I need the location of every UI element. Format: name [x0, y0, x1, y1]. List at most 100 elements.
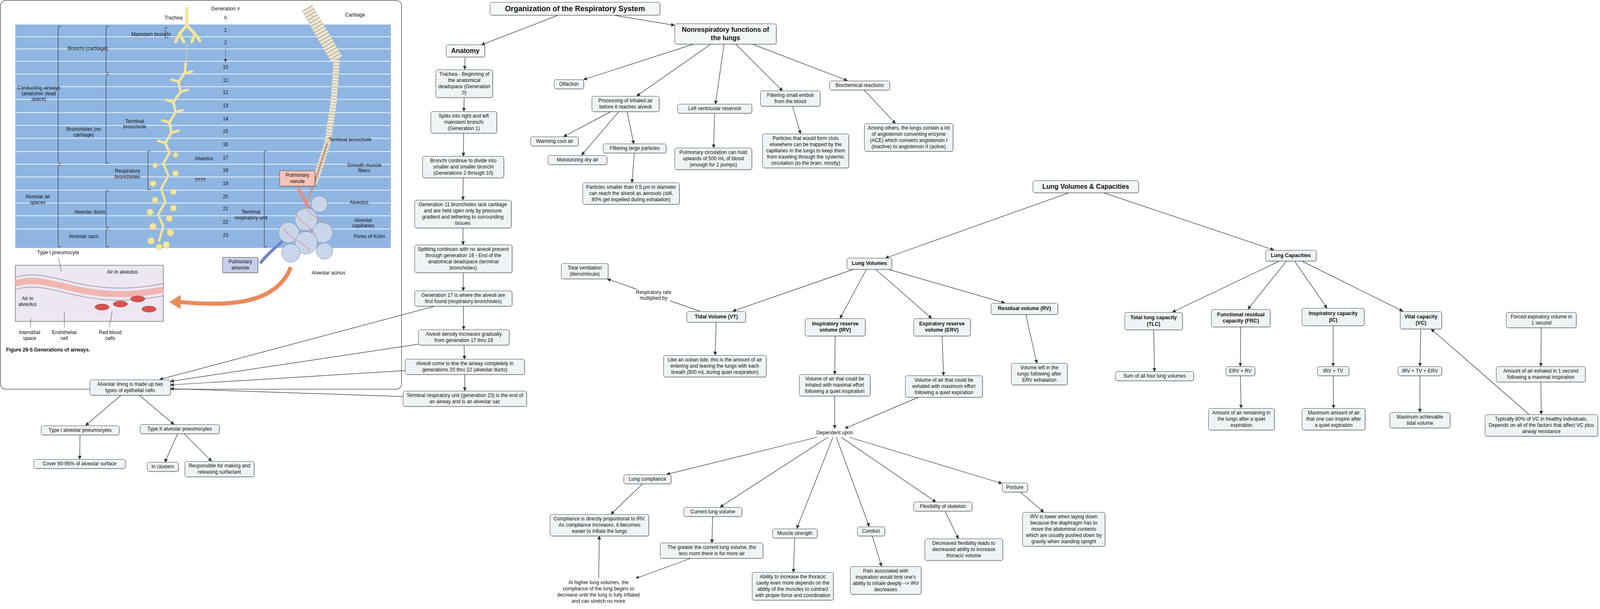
connector-arrow	[1240, 327, 1241, 367]
node-text: Type II alveolar pneumocytes	[142, 426, 217, 433]
vessel-label-box: Pulmonary venule	[279, 170, 316, 187]
alveolus-shape	[281, 243, 300, 263]
concept-box: Left ventricular reservoir	[677, 103, 752, 114]
concept-box: Maximum amount of air that one can inspi…	[1301, 408, 1366, 431]
note-text: Dependent upon	[811, 428, 858, 438]
node-text: Alveolar lining is made up two types of …	[92, 381, 169, 394]
part-label: 16	[222, 142, 229, 148]
concept-box: Forced expiratory volume in 1 second	[1506, 312, 1577, 328]
part-label: Alveolar capillaries	[342, 217, 384, 230]
connector-arrow	[848, 437, 1002, 484]
alveolus-shape	[311, 195, 328, 213]
connector-arrow	[875, 269, 932, 319]
connector-arrow	[462, 306, 464, 330]
node-text: Muscle strength	[774, 530, 815, 537]
section-heading-box: Lung Volumes & Capacities	[1032, 180, 1139, 193]
part-label: Trachea	[164, 15, 183, 22]
node-text: Inspiratory capacity (IC)	[1304, 310, 1362, 324]
part-label: Terminal bronchiole	[114, 118, 156, 131]
node-text: Generation 11 bronchioles lack cartilage…	[416, 201, 509, 227]
part-label: 10	[222, 64, 229, 71]
vessel-label-box: Pulmonary arteriole	[222, 257, 258, 273]
part-label: Pores of Kohn	[353, 233, 386, 240]
node-text: In clusters	[149, 463, 176, 470]
node-text: Nonrespiratory functions of the lungs	[677, 25, 774, 43]
part-label: Mainstem bronchi	[130, 31, 172, 38]
node-text: Pulmonary venule	[281, 172, 313, 185]
concept-box: Alveolar lining is made up two types of …	[89, 379, 171, 396]
part-label: 2	[224, 40, 227, 46]
node-text: Sum of all four lung volumes	[1117, 373, 1192, 380]
connector-arrow	[1540, 382, 1542, 415]
node-text: Responsible for making and releasing sur…	[187, 462, 252, 476]
connector-arrow	[872, 536, 882, 567]
concept-box: Amount of air exhaled in 1 second follow…	[1496, 366, 1586, 383]
zoom-arrowhead	[169, 294, 181, 310]
concept-box: Flexibility of skeleton	[913, 501, 973, 512]
part-label: 23	[222, 232, 229, 239]
node-text: Lung Volumes	[849, 260, 890, 268]
concept-box: Alveoli come to line the airway complete…	[404, 359, 525, 375]
node-text: Residual volume (RV)	[993, 305, 1056, 313]
connector-arrow	[1294, 261, 1328, 309]
section-heading-box: Anatomy	[445, 44, 485, 58]
connector-arrow	[1332, 325, 1334, 367]
term-box: Vital capacity (VC)	[1400, 311, 1442, 330]
connector-arrow	[793, 538, 795, 573]
term-box: Tidal Volume (VT)	[686, 311, 746, 323]
part-label: 1	[224, 27, 227, 34]
connector-arrow	[1020, 492, 1044, 513]
part-label: Type I pneumocyte	[37, 250, 80, 256]
concept-box: Processing of inhaled air before it reac…	[591, 96, 660, 112]
alveolus-shape	[170, 188, 177, 196]
part-label: Air in alveolus	[14, 296, 41, 309]
node-text: Particles that would form clots elsewher…	[764, 135, 847, 167]
connector-arrow	[598, 536, 600, 579]
red-cells	[94, 296, 157, 313]
node-text: Decreased flexibility leads to decreased…	[927, 540, 1001, 560]
part-label: Bronchioles (no cartilage)	[62, 127, 106, 139]
bronchus-rings	[314, 59, 337, 184]
node-text: Trachea - Beginning of the anatomical de…	[438, 71, 491, 97]
node-text: Generation 17 is where the alveoli are f…	[416, 292, 511, 305]
connector-arrow	[462, 133, 464, 157]
part-label: Conducting airways (anatomic dead space)	[16, 85, 61, 103]
connector-arrow	[79, 435, 81, 460]
respiratory-branches	[158, 153, 170, 241]
alveolus-inset	[15, 257, 164, 328]
connector-arrow	[1153, 330, 1155, 372]
alveolus-shape	[156, 243, 163, 251]
node-text: Olfaction	[556, 81, 581, 88]
part-label: 17	[222, 155, 229, 162]
node-text: Type I alveolar pneumocytes	[43, 427, 118, 434]
term-box: Functional residual capacity (FRC)	[1211, 309, 1271, 328]
node-text: Processing of inhaled air before it reac…	[594, 97, 657, 111]
node-text: Anatomy	[448, 46, 482, 56]
connector-arrow	[615, 15, 675, 26]
connector-arrow	[170, 370, 406, 386]
concept-box: Filtering small emboli from the blood	[760, 90, 821, 107]
term-box: Expiratory reserve volume (ERV)	[913, 318, 971, 337]
connector-arrow	[834, 396, 835, 429]
concept-box: Lung compliance	[623, 474, 672, 485]
node-text: Expiratory reserve volume (ERV)	[915, 320, 969, 334]
connector-arrow	[792, 106, 801, 134]
concept-box: IRV is lower when laying down because th…	[1022, 512, 1106, 547]
node-text: Pulmonary arteriole	[224, 258, 256, 272]
part-label: 18	[222, 167, 229, 174]
node-text: IRV + TV + ERV	[1400, 368, 1440, 375]
term-box: Inspiratory reserve volume (IRV)	[804, 318, 866, 337]
omitted-generations	[185, 44, 188, 61]
part-label: Alveolar acinus	[310, 270, 347, 277]
connector-arrow	[583, 44, 694, 80]
connector-arrow	[1302, 261, 1403, 311]
node-text: ERV + RV	[1228, 368, 1253, 375]
connector-arrow	[607, 279, 701, 312]
concept-box: Pulmonary circulation can hold upwards o…	[674, 147, 752, 170]
connector-arrow	[836, 437, 870, 527]
concept-box: Muscle strength	[772, 528, 817, 539]
term-box: Total lung capacity (TLC)	[1124, 312, 1183, 331]
connector-arrow	[170, 388, 404, 397]
connector-arrow	[1332, 375, 1334, 409]
part-label: Smooth muscle fibers	[343, 162, 385, 175]
